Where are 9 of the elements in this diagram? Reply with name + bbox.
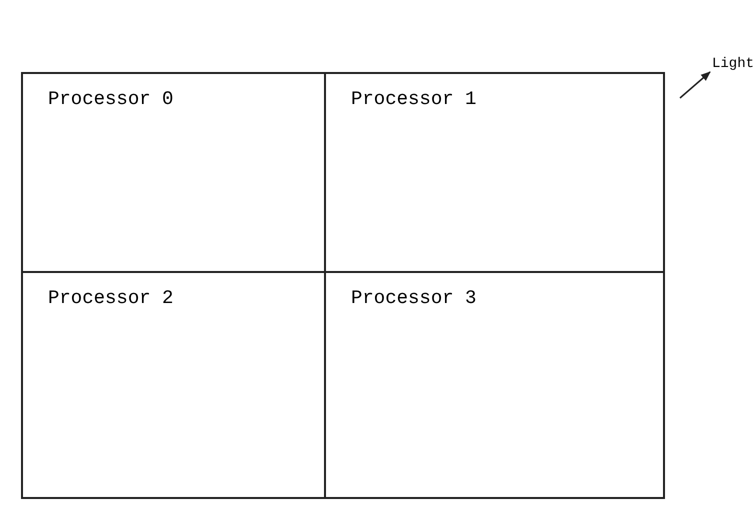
processor-box [324, 72, 665, 273]
processor-label: Processor 1 [351, 87, 476, 112]
processor-label: Processor 2 [48, 286, 174, 311]
processor-box [324, 271, 665, 499]
processor-label: Processor 3 [351, 286, 476, 311]
light-label: Light [712, 55, 754, 74]
processor-box [21, 271, 326, 499]
processor-box [21, 72, 326, 273]
processor-label: Processor 0 [48, 87, 174, 112]
